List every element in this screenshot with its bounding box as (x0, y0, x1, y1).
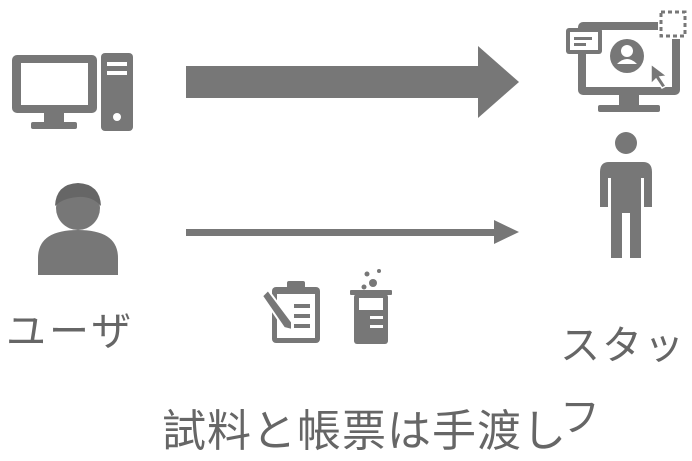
user-label: ユーザ (6, 309, 135, 355)
monitor-profile-icon (566, 9, 688, 112)
beaker-icon (350, 269, 392, 344)
caption: 試料と帳票は手渡し (162, 406, 567, 457)
system-arrow (186, 46, 519, 118)
handoff-arrow (186, 220, 519, 244)
user-icon (38, 183, 118, 275)
desktop-computer-icon (12, 53, 133, 131)
person-standing-icon (600, 132, 652, 258)
clipboard-edit-icon (260, 281, 320, 343)
staff-label: スタッフ (560, 323, 686, 441)
